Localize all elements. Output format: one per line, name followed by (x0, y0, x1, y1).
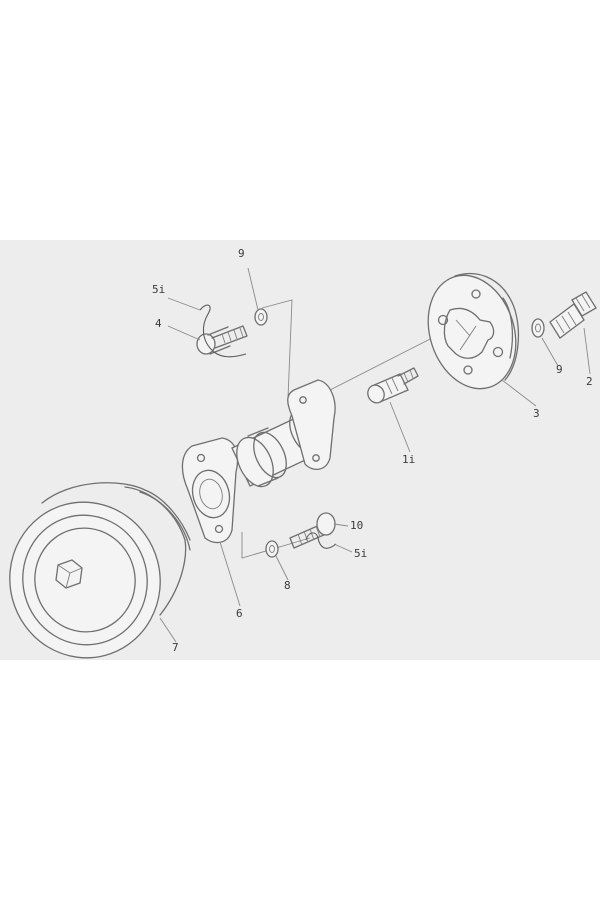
bracket-leader-top (261, 299, 293, 399)
leader-10 (333, 523, 349, 527)
leader-8 (275, 555, 289, 581)
leader-5i-top (167, 297, 201, 311)
leader-9-top (247, 267, 259, 311)
leader-4 (167, 325, 201, 341)
callout-4: 4 (155, 317, 162, 330)
callout-5i-top: 5i (152, 283, 166, 296)
leader-2 (583, 327, 591, 375)
callout-9-right: 9 (556, 363, 563, 376)
assembly-line-upper (329, 334, 439, 391)
callout-5i-bottom: 5i (354, 547, 368, 560)
callout-1i: 1i (402, 453, 416, 466)
callout-2: 2 (586, 375, 593, 388)
clip-5i-bottom-wire (305, 532, 337, 549)
leader-3 (501, 379, 537, 407)
part-8-washer (265, 540, 279, 558)
callout-10: 10 (350, 519, 364, 532)
part-4-bolt (196, 325, 248, 355)
part-6-flange (181, 437, 239, 544)
callout-8: 8 (284, 579, 291, 592)
part-9-washer-top (254, 308, 268, 326)
clip-5i-top-wire (199, 304, 247, 358)
part-3-drive-disc (427, 272, 520, 390)
part-9-washer-right (531, 318, 545, 338)
leader-7 (159, 617, 177, 643)
callout-7: 7 (172, 641, 179, 654)
callout-9-top: 9 (238, 247, 245, 260)
leader-6 (219, 541, 241, 607)
part-7-pulley (9, 482, 191, 659)
bracket-leader-bottom (241, 532, 311, 559)
leader-5i-bottom (333, 543, 353, 553)
part-2-cap-screw (549, 291, 597, 339)
diagram-sheet: 9 5i 4 2 9 3 1i 10 5i 8 6 7 (0, 240, 600, 660)
callout-3: 3 (533, 407, 540, 420)
part-10-bolt (289, 512, 336, 549)
leader-9-right (541, 337, 559, 367)
exploded-parts-diagram (9, 267, 597, 659)
upper-flange (287, 379, 336, 470)
callout-6: 6 (236, 607, 243, 620)
leader-1i (389, 401, 411, 453)
part-1i-screw (367, 367, 419, 404)
